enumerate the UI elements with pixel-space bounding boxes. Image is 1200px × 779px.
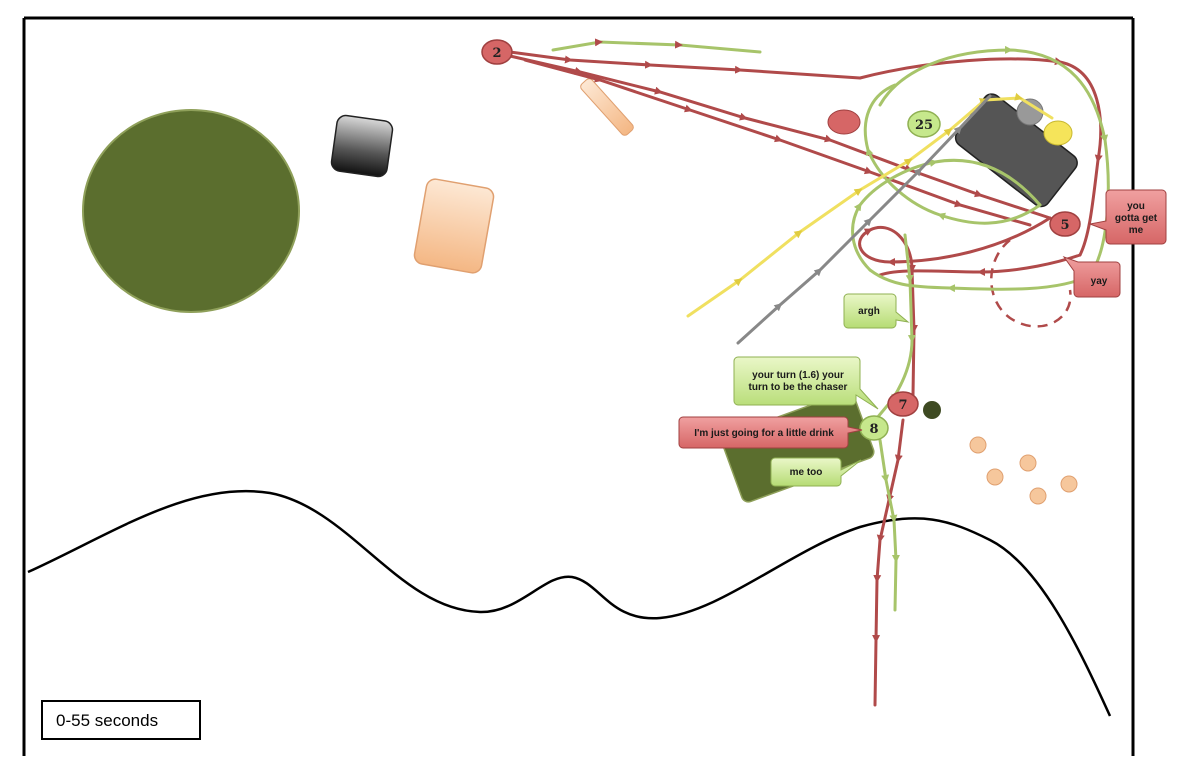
black-block (330, 114, 394, 178)
peach-dot (1060, 475, 1078, 493)
bubble-your-turn-line1: your turn (1.6) your (752, 370, 844, 381)
bubble-yay: yay (1062, 255, 1121, 298)
bubble-me-too: me too (770, 457, 862, 487)
marker-5: 5 (1049, 211, 1081, 237)
marker-5-label: 5 (1060, 218, 1069, 233)
bubble-argh: argh (843, 293, 910, 329)
peach-dot (1019, 454, 1037, 472)
marker-8-label: 8 (869, 422, 878, 437)
bubble-little-drink: I'm just going for a little drink (678, 416, 863, 449)
bubble-you-gotta-line2: gotta get (1115, 213, 1158, 224)
peach-dot (986, 468, 1004, 486)
yellow-ball (1043, 120, 1073, 146)
bubble-you-gotta-line1: you (1127, 201, 1145, 212)
bubble-you-gotta-get-me: you gotta get me (1088, 189, 1167, 245)
marker-25: 25 (907, 110, 941, 138)
marker-8: 8 (859, 415, 889, 441)
marker-2: 2 (481, 39, 513, 65)
red-path-segment (872, 418, 905, 707)
red-path-segment (508, 50, 862, 80)
peach-dots (969, 436, 1078, 505)
bubble-yay-label: yay (1091, 276, 1108, 287)
bubble-your-turn-line2: turn to be the chaser (749, 382, 848, 393)
peach-bar (580, 78, 634, 136)
green-path-segment (551, 38, 762, 54)
dark-dot (923, 401, 941, 419)
marker-7-label: 7 (898, 398, 907, 413)
marker-2-label: 2 (492, 46, 501, 61)
marker-25-label: 25 (915, 118, 933, 133)
peach-dot (969, 436, 987, 454)
bubble-your-turn: your turn (1.6) your turn to be the chas… (733, 356, 879, 410)
bubble-me-too-label: me too (790, 467, 823, 478)
peach-dot (1029, 487, 1047, 505)
red-dashed-loop (990, 239, 1072, 328)
bubble-argh-label: argh (858, 306, 880, 317)
bubble-you-gotta-line3: me (1129, 225, 1144, 236)
time-range-box: 0-55 seconds (41, 700, 201, 740)
red-blob (827, 109, 861, 135)
bubble-little-drink-label: I'm just going for a little drink (694, 428, 834, 439)
time-range-label: 0-55 seconds (56, 711, 158, 730)
green-path-segment (878, 438, 900, 612)
peach-block (413, 178, 495, 274)
hill-outline (27, 489, 1112, 717)
red-path-segment (523, 58, 1032, 227)
pond-green-circle (82, 109, 300, 313)
grey-child-path (736, 94, 992, 345)
marker-7: 7 (887, 391, 919, 417)
